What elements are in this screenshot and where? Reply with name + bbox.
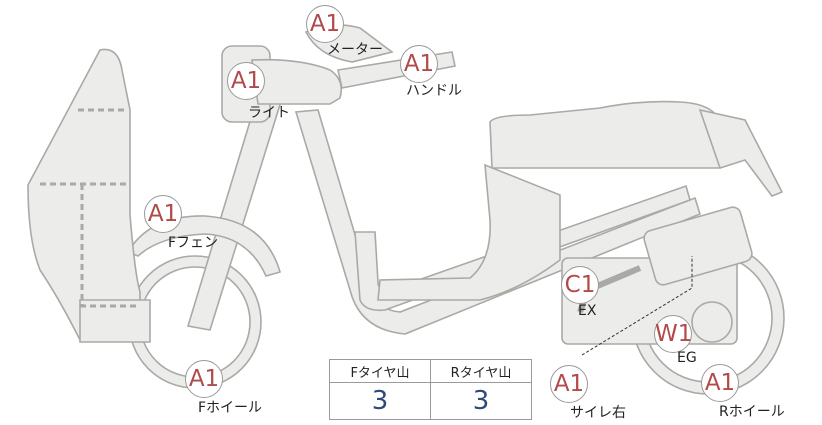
engine-leader-line xyxy=(581,256,693,356)
label-ex: EX xyxy=(578,303,597,319)
grade-badge-f-fender: A1 xyxy=(144,195,182,233)
label-r-wheel: Rホイール xyxy=(719,404,785,420)
grade-badge-f-wheel: A1 xyxy=(185,360,223,398)
label-f-wheel: Fホイール xyxy=(198,400,263,416)
handlebar-cowl xyxy=(251,58,343,105)
leg-shield xyxy=(27,48,141,341)
label-silencer-right: サイレ右 xyxy=(570,405,626,421)
grade-badge-silencer-right: A1 xyxy=(550,365,588,403)
label-f-fender: Fフェン xyxy=(168,235,219,251)
tail-cowl xyxy=(698,108,784,197)
engine-hub xyxy=(691,301,733,343)
label-eg: EG xyxy=(677,350,697,366)
rear-shock xyxy=(643,206,753,286)
under-body xyxy=(377,163,561,301)
grade-badge-light: A1 xyxy=(227,62,265,100)
grade-badge-handle: A1 xyxy=(400,45,438,83)
tire-table-value-row: 3 3 xyxy=(329,382,532,420)
tire-header-rear: Rタイヤ山 xyxy=(430,359,532,383)
tire-value-rear: 3 xyxy=(430,382,532,420)
leg-shield-lower xyxy=(79,299,151,343)
label-light: ライト xyxy=(248,105,290,121)
grade-badge-ex: C1 xyxy=(561,266,599,304)
tire-header-front: Fタイヤ山 xyxy=(329,359,431,383)
grade-badge-eg: W1 xyxy=(654,315,692,353)
tire-table-header-row: Fタイヤ山 Rタイヤ山 xyxy=(329,359,532,383)
tire-value-front: 3 xyxy=(329,382,431,420)
label-meter: メーター xyxy=(327,42,383,58)
grade-badge-r-wheel: A1 xyxy=(701,364,739,402)
tire-tread-table: Fタイヤ山 Rタイヤ山 3 3 xyxy=(329,359,532,420)
seat xyxy=(489,100,723,169)
grade-badge-meter: A1 xyxy=(306,5,344,43)
label-handle: ハンドル xyxy=(406,83,462,99)
cowl-dash-3 xyxy=(80,184,138,308)
